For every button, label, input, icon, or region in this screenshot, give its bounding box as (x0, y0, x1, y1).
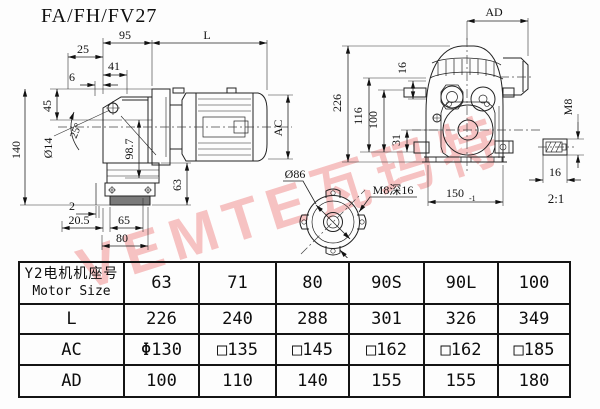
dim-100-label: 100 (366, 111, 380, 129)
dim-41-label: 41 (108, 59, 120, 73)
dim-dia14-label: Ø14 (41, 138, 55, 159)
dim-M8-label: M8 (561, 99, 575, 116)
detail-scale-label: 2:1 (548, 191, 565, 206)
table-cell: 180 (497, 364, 571, 398)
table-cell: □162 (348, 333, 425, 366)
dimension-drawing: 95 L 25 41 6 45 140 Ø14 25° 98.7 63 AC 2… (9, 5, 584, 258)
column-header: 63 (123, 261, 200, 305)
table-cell: □162 (423, 333, 499, 366)
column-header: 90S (348, 261, 425, 305)
dim-m8-tap-label: M8深16 (373, 183, 414, 197)
end-view-centerlines (412, 38, 574, 172)
end-view-extension-lines (342, 18, 584, 206)
dim-angle25-label: 25° (68, 121, 85, 140)
dim-140-label: 140 (9, 141, 23, 159)
table-cell: 349 (497, 303, 571, 335)
side-view-dimension-lines (22, 40, 291, 249)
table-cell: Φ130 (123, 333, 200, 366)
column-header: 71 (198, 261, 277, 305)
table-cell: 155 (348, 364, 425, 398)
dim-80-label: 80 (116, 231, 128, 245)
header-motor-size-en: Motor Size (32, 283, 111, 299)
table-cell: 301 (348, 303, 425, 335)
side-view-linework (95, 87, 268, 206)
dim-20_5-label: 20.5 (69, 213, 90, 227)
dim-AC-label: AC (271, 120, 285, 137)
dim-98_7-label: 98.7 (122, 139, 136, 160)
dim-226-label: 226 (330, 94, 344, 112)
table-cell: 240 (198, 303, 277, 335)
dim-116-label: 116 (351, 107, 365, 125)
row-label: L (18, 303, 125, 335)
table-cell: 288 (275, 303, 350, 335)
table-cell: 100 (123, 364, 200, 398)
table-cell: □185 (497, 333, 571, 366)
table-row-L: L 226 240 288 301 326 349 (18, 303, 571, 335)
dim-45-label: 45 (40, 100, 54, 112)
row-label: AD (18, 364, 125, 398)
dim-31-label: 31 (389, 134, 403, 146)
dim-16-key-label: 16 (549, 165, 561, 179)
table-cell: □145 (275, 333, 350, 366)
end-view-linework (403, 45, 568, 163)
dim-2-label: 2 (69, 199, 75, 213)
dim-16-tab-label: 16 (395, 62, 409, 74)
table-cell: □135 (198, 333, 277, 366)
column-header: 90L (423, 261, 499, 305)
table-cell: 110 (198, 364, 277, 398)
row-label: AC (18, 333, 125, 366)
dim-dia86-label: Ø86 (285, 167, 306, 181)
flange-view-centerline (300, 189, 366, 255)
column-header: 100 (497, 261, 571, 305)
dim-95-label: 95 (119, 28, 131, 42)
table-cell: 155 (423, 364, 499, 398)
column-header: 80 (275, 261, 350, 305)
header-motor-size-cn: Y2电机机座号 (24, 266, 119, 283)
dim-L-label: L (203, 28, 210, 42)
dim-63-label: 63 (170, 179, 184, 191)
table-cell: 326 (423, 303, 499, 335)
dim-150-tolerance: -1 (469, 194, 476, 203)
motor-size-table: Y2电机机座号 Motor Size 63 71 80 90S 90L 100 … (18, 261, 571, 398)
side-view-extension-lines (20, 38, 293, 250)
end-view-dimension-lines (345, 18, 581, 205)
dim-150-label: 150 (446, 186, 464, 200)
dim-25-label: 25 (77, 42, 89, 56)
table-row-AC: AC Φ130 □135 □145 □162 □162 □185 (18, 333, 571, 366)
table-cell: 140 (275, 364, 350, 398)
header-motor-size-cell: Y2电机机座号 Motor Size (18, 261, 125, 305)
dim-AD-label: AD (485, 5, 503, 19)
table-row-AD: AD 100 110 140 155 155 180 (18, 364, 571, 398)
dim-6-label: 6 (69, 70, 75, 84)
table-cell: 226 (123, 303, 200, 335)
table-header-row: Y2电机机座号 Motor Size 63 71 80 90S 90L 100 (18, 261, 571, 305)
flange-view-leaders (283, 180, 417, 258)
dim-65-label: 65 (118, 213, 130, 227)
page-title: FA/FH/FV27 (41, 5, 158, 27)
